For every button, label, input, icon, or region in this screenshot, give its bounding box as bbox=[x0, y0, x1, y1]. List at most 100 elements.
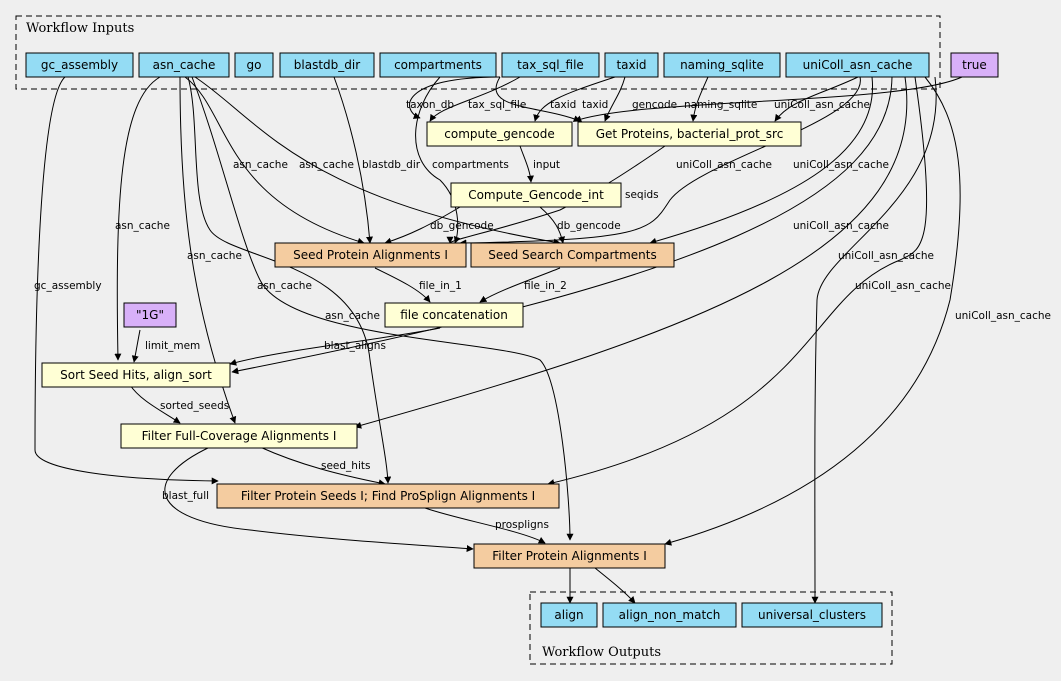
input-label-asn-cache: asn_cache bbox=[153, 58, 216, 72]
edge-label-input: input bbox=[533, 159, 560, 171]
input-nodes: gc_assembly asn_cache go blastdb_dir com… bbox=[25, 52, 930, 78]
output-nodes: align align_non_match universal_clusters bbox=[540, 602, 883, 628]
edge-label-asn-cache-3: asn_cache bbox=[115, 220, 170, 232]
input-label-naming-sqlite: naming_sqlite bbox=[680, 58, 764, 72]
edge-label-unicoll-6: uniColl_asn_cache bbox=[955, 310, 1051, 322]
edge-label-taxid-a: taxid bbox=[550, 99, 576, 111]
input-node-unicoll-asn-cache[interactable]: uniColl_asn_cache bbox=[785, 52, 930, 78]
edge-label-asn-cache-2: asn_cache bbox=[299, 159, 354, 171]
edge-unicoll-filter-full bbox=[354, 76, 908, 429]
edge-label-db-gencode-1: db_gencode bbox=[430, 220, 494, 232]
edge-universal-clusters-out bbox=[811, 76, 937, 604]
constant-label-1g: "1G" bbox=[136, 308, 164, 322]
edge-label-asn-cache-1: asn_cache bbox=[233, 159, 288, 171]
edge-blastdb-dir bbox=[333, 76, 373, 244]
edge-limit-mem bbox=[131, 329, 141, 363]
output-label-universal-clusters: universal_clusters bbox=[758, 608, 866, 622]
edge-input bbox=[519, 145, 534, 183]
edge-unicoll-proteins bbox=[774, 76, 859, 122]
edge-unicoll-sort bbox=[231, 76, 893, 375]
step-compute-gencode[interactable]: compute_gencode bbox=[426, 121, 573, 147]
edge-file-in-1 bbox=[374, 267, 431, 303]
edge-label-sorted-seeds: sorted_seeds bbox=[160, 400, 229, 412]
edge-tax-sql-to-gencode bbox=[429, 76, 521, 122]
cluster-inputs-title: Workflow Inputs bbox=[26, 21, 134, 36]
constant-node-true[interactable]: true bbox=[950, 52, 999, 78]
edge-label-blastdb-dir: blastdb_dir bbox=[362, 159, 421, 171]
input-label-go: go bbox=[247, 58, 262, 72]
step-filter-protein-seeds[interactable]: Filter Protein Seeds I; Find ProSplign A… bbox=[216, 483, 560, 509]
input-node-asn-cache[interactable]: asn_cache bbox=[138, 52, 230, 78]
step-filter-protein-alignments[interactable]: Filter Protein Alignments I bbox=[473, 543, 666, 569]
edges bbox=[34, 76, 963, 604]
output-node-align-non-match[interactable]: align_non_match bbox=[602, 602, 737, 628]
edge-label-asn-cache-4: asn_cache bbox=[187, 250, 242, 262]
edge-gc-assembly bbox=[34, 76, 219, 485]
input-label-unicoll-asn-cache: uniColl_asn_cache bbox=[803, 58, 913, 72]
edge-unicoll-filter-seeds bbox=[547, 76, 928, 486]
step-seed-protein-alignments[interactable]: Seed Protein Alignments I bbox=[274, 242, 467, 268]
step-label-filter-align: Filter Protein Alignments I bbox=[492, 549, 647, 563]
step-get-proteins[interactable]: Get Proteins, bacterial_prot_src bbox=[577, 121, 802, 147]
edge-sorted-seeds bbox=[129, 384, 181, 424]
output-label-align: align bbox=[554, 608, 583, 622]
edge-taxid-to-proteins bbox=[604, 76, 626, 122]
output-node-align[interactable]: align bbox=[540, 602, 598, 628]
step-label-sort-seed: Sort Seed Hits, align_sort bbox=[60, 368, 212, 382]
input-label-gc-assembly: gc_assembly bbox=[41, 58, 118, 72]
edge-asn-cache-seed-search bbox=[194, 76, 561, 246]
step-filter-full-coverage[interactable]: Filter Full-Coverage Alignments I bbox=[120, 423, 358, 449]
input-node-gc-assembly[interactable]: gc_assembly bbox=[25, 52, 134, 78]
edge-prospligns bbox=[424, 507, 546, 544]
step-label-compute-gencode: compute_gencode bbox=[444, 127, 554, 141]
input-label-tax-sql-file: tax_sql_file bbox=[517, 58, 584, 72]
cluster-outputs-title: Workflow Outputs bbox=[542, 645, 661, 660]
edge-compartments bbox=[415, 76, 461, 244]
input-node-compartments[interactable]: compartments bbox=[379, 52, 497, 78]
output-label-align-non-match: align_non_match bbox=[619, 608, 721, 622]
edge-seqids bbox=[446, 145, 666, 244]
edge-seed-hits bbox=[259, 446, 386, 487]
edge-asn-cache-sort bbox=[114, 76, 161, 361]
constant-node-1g[interactable]: "1G" bbox=[123, 302, 177, 328]
step-label-compute-gencode-int: Compute_Gencode_int bbox=[468, 188, 604, 202]
edge-asn-cache-seed-protein bbox=[184, 76, 365, 245]
edge-labels: taxon_db tax_sql_file taxid taxid gencod… bbox=[34, 99, 1051, 531]
input-node-taxid[interactable]: taxid bbox=[604, 52, 659, 78]
edge-label-unicoll-5: uniColl_asn_cache bbox=[855, 280, 951, 292]
edge-label-gc-assembly: gc_assembly bbox=[34, 280, 102, 292]
edge-label-blast-full: blast_full bbox=[162, 490, 209, 502]
edge-taxid-to-gencode bbox=[533, 76, 616, 122]
edge-asn-cache-filter-align bbox=[191, 76, 574, 541]
output-node-universal-clusters[interactable]: universal_clusters bbox=[741, 602, 883, 628]
edge-label-prospligns: prospligns bbox=[495, 519, 549, 531]
edge-label-unicoll-top: uniColl_asn_cache bbox=[774, 99, 870, 111]
edge-label-unicoll-2: uniColl_asn_cache bbox=[793, 159, 889, 171]
input-label-taxid: taxid bbox=[616, 58, 646, 72]
edge-blast-aligns bbox=[229, 327, 441, 366]
input-node-naming-sqlite[interactable]: naming_sqlite bbox=[663, 52, 781, 78]
step-sort-seed-hits[interactable]: Sort Seed Hits, align_sort bbox=[41, 362, 231, 388]
edge-label-asn-cache-5: asn_cache bbox=[257, 280, 312, 292]
step-compute-gencode-int[interactable]: Compute_Gencode_int bbox=[450, 182, 622, 208]
edge-tax-sql-to-proteins bbox=[495, 76, 581, 122]
step-file-concatenation[interactable]: file concatenation bbox=[384, 302, 524, 328]
edge-label-seed-hits: seed_hits bbox=[321, 460, 370, 472]
edge-db-gencode-2 bbox=[539, 206, 565, 244]
edge-unicoll-filter-align bbox=[664, 76, 961, 546]
cluster-workflow-inputs: Workflow Inputs bbox=[15, 15, 941, 90]
step-label-filter-full: Filter Full-Coverage Alignments I bbox=[142, 429, 337, 443]
edge-label-blast-aligns: blast_aligns bbox=[324, 340, 386, 352]
edge-label-file-in-2: file_in_2 bbox=[524, 280, 567, 292]
input-node-go[interactable]: go bbox=[234, 52, 274, 78]
step-seed-search-compartments[interactable]: Seed Search Compartments bbox=[470, 242, 675, 268]
step-nodes: compute_gencode Get Proteins, bacterial_… bbox=[41, 121, 802, 569]
edge-label-asn-cache-6: asn_cache bbox=[325, 310, 380, 322]
input-node-tax-sql-file[interactable]: tax_sql_file bbox=[501, 52, 600, 78]
edge-label-db-gencode-2: db_gencode bbox=[557, 220, 621, 232]
input-node-blastdb-dir[interactable]: blastdb_dir bbox=[279, 52, 375, 78]
step-label-get-proteins: Get Proteins, bacterial_prot_src bbox=[596, 127, 784, 141]
edge-label-unicoll-3: uniColl_asn_cache bbox=[793, 220, 889, 232]
